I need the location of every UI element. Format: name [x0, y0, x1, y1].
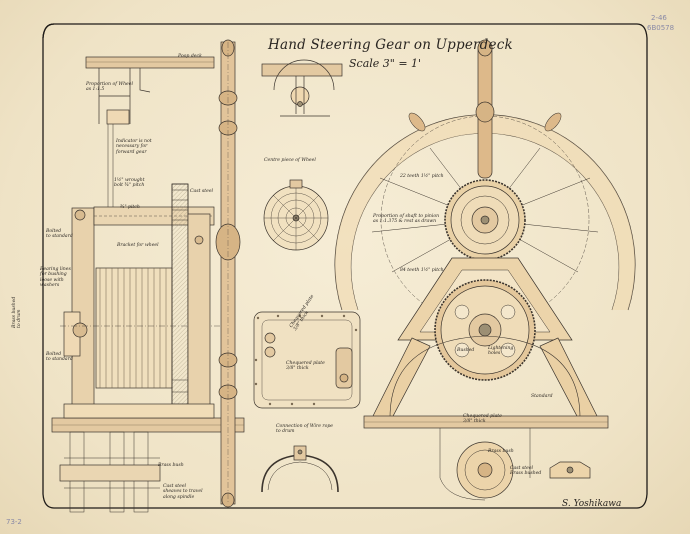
label-chequered-plate-3: Chequered plate 3/8" thick — [463, 414, 502, 425]
label-brass-bush: Brass bush — [488, 449, 514, 454]
label-brass-bush-2: Brass bush — [158, 463, 184, 468]
label-bracket: Bracket for wheel — [117, 243, 159, 248]
label-indicator: Indicator is not necessary for forward g… — [116, 139, 152, 155]
label-lightening-holes: Lightening holes — [488, 346, 514, 357]
label-centre-piece: Centre piece of Wheel — [264, 158, 316, 163]
front-elevation — [334, 39, 636, 501]
centre-piece-wheel — [263, 179, 329, 251]
label-wire-rope: Connection of Wire rope to drum — [276, 424, 334, 435]
wheel-side-view — [215, 39, 241, 508]
label-poop-deck: Poop deck — [178, 54, 202, 59]
chequered-plate-detail — [253, 311, 361, 409]
label-bolted: Bolted to standard — [46, 229, 73, 240]
label-proportion-wheel: Proportion of Wheel as 1:1.5 — [86, 82, 133, 93]
label-square-chain: Bushed — [457, 348, 475, 353]
drawing-scale: Scale 3" = 1' — [349, 57, 422, 70]
label-proportion-spokes: Proportion of shaft to pinion as 1:1.375… — [373, 214, 440, 225]
label-bolted-standard: Bolted to standard — [46, 352, 73, 363]
label-teeth-lower: 84 teeth 1½" pitch — [400, 268, 444, 273]
label-cast-steel-bottom: Cast steel sheaves to travel along spind… — [163, 484, 203, 500]
label-brass-bushed: Brass bushed to drum — [12, 296, 23, 328]
label-chequered-plate-2: Chequered plate 3/8" thick — [286, 361, 325, 372]
label-cast-steel-gear: Cast steel Brass bushed — [510, 466, 542, 477]
label-bearing-lines: Bearing lines for bushing loose with was… — [40, 267, 71, 289]
draftsman-signature: S. Yoshikawa — [562, 499, 622, 509]
label-cast-steel: Cast steel — [190, 189, 214, 194]
catalog-number-top: 2-46 — [651, 14, 667, 22]
drawing-title: Hand Steering Gear on Upperdeck — [268, 37, 513, 53]
side-elevation — [51, 56, 245, 513]
label-standard: Standard — [531, 394, 553, 399]
label-teeth-upper: 22 teeth 1½" pitch — [400, 174, 444, 179]
label-sq-wrought: 1½" wrought bolt ¾" pitch — [114, 178, 145, 189]
catalog-number-bottom: 73-2 — [6, 518, 22, 526]
indicator-detail — [261, 59, 343, 117]
wire-rope-connection — [261, 445, 339, 493]
catalog-code-top: 6B0578 — [647, 24, 675, 32]
label-chain-pitch: ¾" pitch — [120, 205, 140, 210]
